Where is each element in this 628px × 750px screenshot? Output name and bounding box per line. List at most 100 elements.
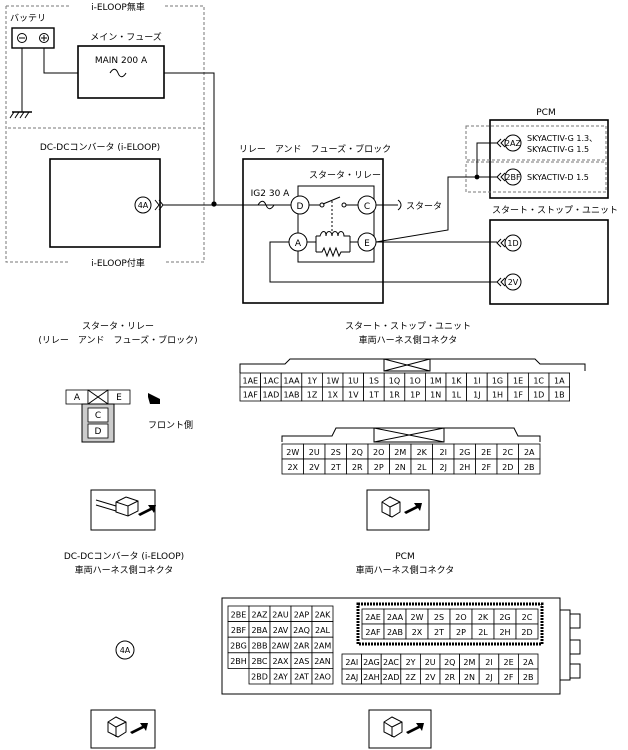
svg-text:D: D xyxy=(297,202,304,212)
pcm-bottom-pin-label: 2J xyxy=(485,673,492,682)
ssu1-pin-label: 1V xyxy=(348,391,359,400)
ssu2-pin-label: 2D xyxy=(502,463,513,472)
pcm-bottom-pin-label: 2Q xyxy=(444,658,455,667)
ssu2-pin-label: 2T xyxy=(331,463,341,472)
pcm-bottom-pin-label: 2M xyxy=(463,658,475,667)
ssu2-pin-label: 2R xyxy=(352,463,363,472)
pcm-left-pin-label: 2AX xyxy=(272,657,289,666)
pcm-top-pin-label: 2O xyxy=(455,613,466,622)
ssu2-pin-label: 2C xyxy=(502,448,513,457)
sr-cell-e: E xyxy=(116,393,122,403)
pcm-left-pin-cell xyxy=(311,668,334,685)
sr-cell-c: C xyxy=(95,411,101,421)
dcdc-box xyxy=(49,158,161,248)
pcm-bottom-pin-label: 2V xyxy=(425,673,436,682)
ssu-box xyxy=(489,219,609,305)
ssu1-pin-label: 1AE xyxy=(242,377,258,386)
fuse-bus-wire xyxy=(164,72,215,204)
ground-icon xyxy=(9,111,32,119)
ssu1-pin-label: 1X xyxy=(327,391,338,400)
starter-relay-title: スタータ・リレー xyxy=(309,170,381,181)
ssu1-pin-label: 1Q xyxy=(389,377,400,386)
connector-outline xyxy=(281,427,541,442)
pcm-left-pin-label: 2BH xyxy=(230,657,247,666)
ssu2-pin-label: 2P xyxy=(374,463,384,472)
svg-text:2V: 2V xyxy=(508,278,519,287)
ssu1-pin-label: 1U xyxy=(348,377,359,386)
dcdc-title: DC-DCコンバータ (i-ELOOP) xyxy=(40,142,160,153)
ssu1-pin-label: 1H xyxy=(492,391,503,400)
ssu1-pin-label: 1L xyxy=(452,391,462,400)
ssu-pin-1d xyxy=(504,234,522,252)
pcm-relay-wire xyxy=(375,176,477,243)
pcm-title: PCM xyxy=(536,108,555,118)
ssu2-pin-label: 2K xyxy=(417,448,428,457)
pcm-bottom-pin-label: 2A xyxy=(523,658,534,667)
pcm-bottom-pin-label: 2N xyxy=(464,673,475,682)
pcm-top-pin-label: 2P xyxy=(456,628,466,637)
ssu-title: スタート・ストップ・ユニット xyxy=(492,205,618,216)
ssu2-pin-label: 2G xyxy=(459,448,470,457)
pcm-top-pin-label: 2AE xyxy=(365,613,381,622)
ssu2-pin-label: 2Q xyxy=(352,448,363,457)
svg-text:E: E xyxy=(364,239,370,249)
ssu1-pin-label: 1K xyxy=(451,377,462,386)
pcm-top-pin-label: 2AA xyxy=(387,613,404,622)
svg-text:4A: 4A xyxy=(120,646,131,655)
ssu1-pin-label: 1B xyxy=(554,391,565,400)
pcm-left-pin-label: 2AS xyxy=(294,657,310,666)
pcm-top-pin-label: 2L xyxy=(478,628,488,637)
front-arrow-icon xyxy=(148,393,160,404)
dcdc-pin-4a xyxy=(134,196,152,214)
ssu1-pin-label: 1AB xyxy=(283,391,299,400)
pcm-left-pin-label: 2BE xyxy=(231,610,247,619)
pcm-left-pin-label: 2AM xyxy=(314,642,332,651)
ground-wire xyxy=(16,48,23,113)
main-fuse-label: MAIN 200 A xyxy=(95,56,148,66)
ssu2-pin-label: 2O xyxy=(373,448,384,457)
battery-fuse-wire xyxy=(43,48,78,74)
pcm-pin-2bf xyxy=(504,168,522,186)
fuse-icon xyxy=(109,68,127,78)
junction-dot xyxy=(211,201,217,207)
ssu1-pin-label: 1AD xyxy=(263,391,280,400)
ssu2-pin-label: 2F xyxy=(481,463,491,472)
relay-contact-icon xyxy=(309,196,358,232)
pcm-left-pin-label: 2AU xyxy=(272,610,289,619)
ssu2-pin-label: 2J xyxy=(440,463,447,472)
ssu1-pin-label: 1C xyxy=(533,377,544,386)
ssu2-pin-label: 2L xyxy=(417,463,427,472)
main-fuse-title: メイン・フューズ xyxy=(90,31,162,43)
dcdc-plug-view-icon xyxy=(90,709,156,749)
connector-outline xyxy=(383,358,431,372)
pcm-left-pin-label: 2AR xyxy=(293,642,310,651)
pcm-pin-2az xyxy=(504,134,522,152)
pcm-bottom-pin-label: 2AG xyxy=(363,658,380,667)
ssu1-pin-label: 1G xyxy=(492,377,503,386)
ssu2-pin-label: 2E xyxy=(481,448,491,457)
ssu1-pin-label: 1M xyxy=(430,377,442,386)
ssu-conn-title-2: 車両ハーネス側コネクタ xyxy=(359,334,458,346)
pcm-top-pin-label: 2H xyxy=(499,628,510,637)
ssu2-pin-label: 2V xyxy=(309,463,320,472)
connector-outline xyxy=(383,359,431,372)
ssu1-pin-label: 1E xyxy=(513,377,523,386)
pcm-bottom-pin-label: 2I xyxy=(485,658,492,667)
ssu2-pin-label: 2S xyxy=(331,448,341,457)
pcm-bottom-pin-label: 2U xyxy=(425,658,436,667)
pcm-bottom-pin-label: 2AJ xyxy=(345,673,358,682)
pcm-top-pin-label: 2C xyxy=(522,613,533,622)
sr-cell-d: D xyxy=(95,427,102,437)
ssu1-pin-label: 1F xyxy=(513,391,523,400)
ssu1-pin-cell xyxy=(548,386,571,402)
pcm-bottom-pin-label: 2R xyxy=(444,673,455,682)
battery-icon xyxy=(11,27,55,49)
pcm-left-pin-label: 2AQ xyxy=(293,626,310,635)
ssu1-pin-label: 1S xyxy=(369,377,379,386)
pcm-left-pin-label: 2AV xyxy=(273,626,289,635)
ssu1-pin-label: 1W xyxy=(326,377,339,386)
pcm-note-1: SKYACTIV-G 1.3、 xyxy=(527,134,597,143)
pcm-left-pin-label: 2BC xyxy=(251,657,267,666)
pcm-bottom-pin-label: 2AD xyxy=(383,673,400,682)
